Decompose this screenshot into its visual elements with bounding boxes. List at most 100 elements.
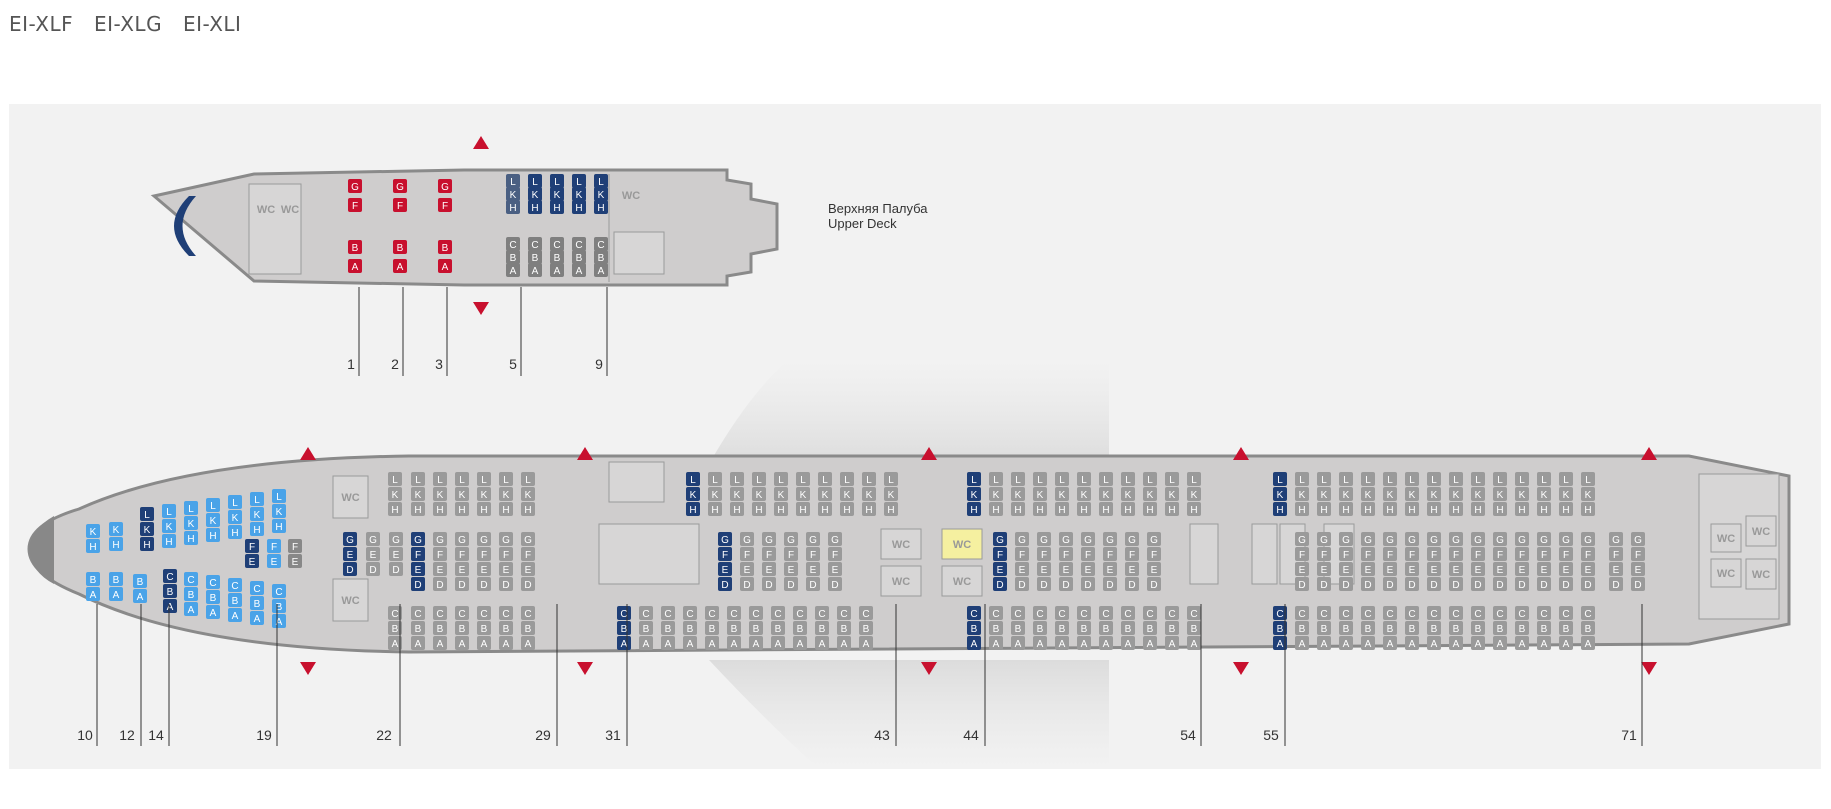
- seat-E-265[interactable]: [828, 562, 842, 576]
- seat-F-362[interactable]: [1147, 547, 1161, 561]
- seat-H-39[interactable]: [594, 200, 608, 214]
- seat-L-13[interactable]: [506, 174, 520, 188]
- seat-L-325[interactable]: [1165, 472, 1179, 486]
- seat-H-463[interactable]: [1493, 502, 1507, 516]
- seat-B-81[interactable]: [206, 590, 220, 604]
- seat-K-99[interactable]: [388, 487, 402, 501]
- seat-B-459[interactable]: [1471, 621, 1485, 635]
- seat-A-380[interactable]: [1295, 636, 1309, 650]
- seat-A-91[interactable]: [272, 614, 286, 628]
- seat-C-160[interactable]: [499, 606, 513, 620]
- seat-A-510[interactable]: [1581, 636, 1595, 650]
- seat-K-502[interactable]: [1581, 487, 1595, 501]
- seat-E-249[interactable]: [740, 562, 754, 576]
- seat-L-295[interactable]: [1055, 472, 1069, 486]
- seat-L-65[interactable]: [228, 495, 242, 509]
- seat-L-219[interactable]: [730, 472, 744, 486]
- seat-C-80[interactable]: [206, 575, 220, 589]
- seat-A-185[interactable]: [661, 636, 675, 650]
- seat-B-211[interactable]: [859, 621, 873, 635]
- seat-F-395[interactable]: [1339, 547, 1353, 561]
- seat-B-299[interactable]: [1055, 621, 1069, 635]
- seat-A-8[interactable]: [393, 259, 407, 273]
- seat-A-312[interactable]: [1099, 636, 1113, 650]
- seat-K-238[interactable]: [862, 487, 876, 501]
- seat-H-27[interactable]: [550, 200, 564, 214]
- seat-K-124[interactable]: [433, 487, 447, 501]
- seat-D-258[interactable]: [784, 577, 798, 591]
- seat-A-122[interactable]: [411, 636, 425, 650]
- seat-H-64[interactable]: [206, 528, 220, 542]
- seat-F-475[interactable]: [1515, 547, 1529, 561]
- seat-C-322[interactable]: [1143, 606, 1157, 620]
- seat-E-105[interactable]: [343, 547, 357, 561]
- seat-A-194[interactable]: [727, 636, 741, 650]
- seat-A-52[interactable]: [133, 589, 147, 603]
- seat-C-478[interactable]: [1515, 606, 1529, 620]
- seat-L-98[interactable]: [388, 472, 402, 486]
- seat-E-466[interactable]: [1493, 562, 1507, 576]
- seat-F-495[interactable]: [1559, 547, 1573, 561]
- seat-G-337[interactable]: [1015, 532, 1029, 546]
- seat-C-83[interactable]: [228, 578, 242, 592]
- seat-E-158[interactable]: [499, 562, 513, 576]
- seat-D-344[interactable]: [1037, 577, 1051, 591]
- seat-H-73[interactable]: [272, 519, 286, 533]
- seat-C-286[interactable]: [1011, 606, 1025, 620]
- seat-G-353[interactable]: [1103, 532, 1117, 546]
- seat-E-351[interactable]: [1081, 562, 1095, 576]
- seat-K-214[interactable]: [686, 487, 700, 501]
- seat-H-285[interactable]: [1011, 502, 1025, 516]
- seat-A-88[interactable]: [250, 611, 264, 625]
- seat-C-210[interactable]: [859, 606, 873, 620]
- seat-K-229[interactable]: [796, 487, 810, 501]
- seat-E-108[interactable]: [366, 547, 380, 561]
- seat-A-500[interactable]: [1559, 636, 1573, 650]
- seat-K-492[interactable]: [1559, 487, 1573, 501]
- seat-B-131[interactable]: [433, 621, 447, 635]
- seat-K-482[interactable]: [1537, 487, 1551, 501]
- seat-C-204[interactable]: [815, 606, 829, 620]
- seat-A-410[interactable]: [1361, 636, 1375, 650]
- seat-C-304[interactable]: [1077, 606, 1091, 620]
- seat-L-401[interactable]: [1361, 472, 1375, 486]
- seat-A-206[interactable]: [815, 636, 829, 650]
- seat-G-9[interactable]: [438, 179, 452, 193]
- seat-G-5[interactable]: [393, 179, 407, 193]
- seat-C-140[interactable]: [455, 606, 469, 620]
- seat-E-456[interactable]: [1471, 562, 1485, 576]
- seat-A-400[interactable]: [1339, 636, 1353, 650]
- seat-K-114[interactable]: [411, 487, 425, 501]
- seat-K-332[interactable]: [1187, 487, 1201, 501]
- seat-H-242[interactable]: [884, 502, 898, 516]
- seat-G-247[interactable]: [740, 532, 754, 546]
- seat-H-21[interactable]: [528, 200, 542, 214]
- seat-L-471[interactable]: [1515, 472, 1529, 486]
- seat-L-62[interactable]: [206, 498, 220, 512]
- seat-A-12[interactable]: [438, 259, 452, 273]
- seat-C-180[interactable]: [639, 606, 653, 620]
- seat-E-386[interactable]: [1317, 562, 1331, 576]
- seat-E-396[interactable]: [1339, 562, 1353, 576]
- seat-B-305[interactable]: [1077, 621, 1091, 635]
- seat-K-462[interactable]: [1493, 487, 1507, 501]
- seat-C-368[interactable]: [1273, 606, 1287, 620]
- seat-G-273[interactable]: [993, 532, 1007, 546]
- seat-H-15[interactable]: [506, 200, 520, 214]
- seat-C-378[interactable]: [1295, 606, 1309, 620]
- seat-K-290[interactable]: [1033, 487, 1047, 501]
- seat-C-183[interactable]: [661, 606, 675, 620]
- seat-F-415[interactable]: [1383, 547, 1397, 561]
- seat-H-367[interactable]: [1273, 502, 1287, 516]
- seat-H-433[interactable]: [1427, 502, 1441, 516]
- seat-K-372[interactable]: [1295, 487, 1309, 501]
- seat-F-137[interactable]: [455, 547, 469, 561]
- seat-A-197[interactable]: [749, 636, 763, 650]
- seat-E-376[interactable]: [1295, 562, 1309, 576]
- seat-K-432[interactable]: [1427, 487, 1441, 501]
- seat-H-115[interactable]: [411, 502, 425, 516]
- seat-E-111[interactable]: [389, 547, 403, 561]
- seat-K-472[interactable]: [1515, 487, 1529, 501]
- seat-F-485[interactable]: [1537, 547, 1551, 561]
- seat-L-133[interactable]: [455, 472, 469, 486]
